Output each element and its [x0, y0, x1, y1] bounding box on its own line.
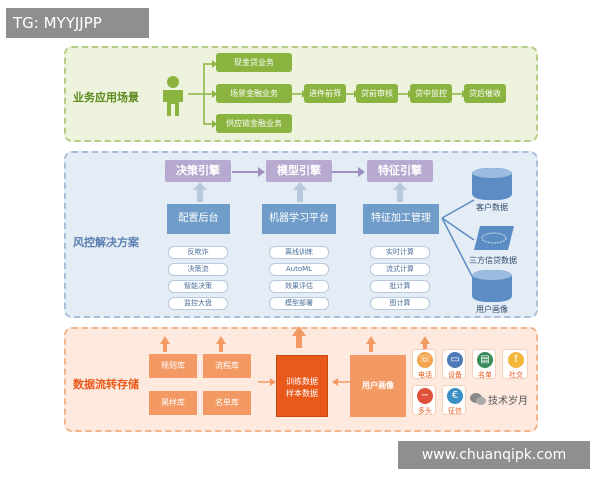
wechat-icon	[470, 393, 486, 405]
item-anti-fraud: 反欺诈	[168, 246, 228, 259]
data-storage-title: 数据流转存储	[73, 378, 139, 391]
wechat-label: 技术岁月	[488, 396, 528, 407]
risk-solution-title: 风控解决方案	[73, 236, 139, 249]
item-realtime-compute: 实时计算	[370, 246, 430, 259]
blacklist-sample-repo: 黑样库	[149, 391, 197, 415]
item-offline-training: 离线训练	[269, 246, 329, 259]
feature-processing: 特征加工管理	[363, 204, 439, 234]
profile-multi-loan-label: 多头	[418, 407, 432, 415]
user-icon	[163, 76, 183, 116]
third-party-data-icon	[474, 226, 514, 250]
social-icon: f	[508, 352, 524, 368]
profile-credit-card: € 征信	[442, 385, 466, 415]
business-scenario-finance: 场景金融业务	[216, 84, 292, 103]
storage-arrows	[160, 326, 430, 386]
decision-engine: 决策引擎	[165, 160, 231, 182]
flow-post-loan-collection: 贷后催收	[464, 84, 506, 103]
feature-engine: 特征引擎	[367, 160, 433, 182]
item-automl: AutoML	[269, 263, 329, 276]
rule-repo: 规则库	[149, 354, 197, 378]
business-scenarios-title: 业务应用场景	[73, 91, 139, 104]
profile-social-label: 社交	[509, 371, 523, 379]
user-profile-data-label: 用户画像	[476, 305, 508, 314]
engine-connectors	[193, 167, 407, 202]
third-party-data-label: 三方信贷数据	[469, 256, 517, 265]
website-watermark: www.chuanqipk.com	[398, 441, 590, 469]
profile-device-label: 设备	[448, 371, 462, 379]
data-source-connectors	[441, 199, 475, 281]
item-decision-flow: 决策流	[168, 263, 228, 276]
model-engine: 模型引擎	[266, 160, 332, 182]
credit-icon: €	[447, 388, 463, 404]
item-smart-decision: 智能决策	[168, 280, 228, 293]
multi-loan-icon: −	[417, 388, 433, 404]
profile-list-card: ▤ 名单	[472, 349, 496, 379]
wechat-watermark: 技术岁月	[470, 388, 540, 412]
business-cash-loan: 现金贷业务	[216, 53, 292, 72]
profile-credit-label: 征信	[448, 407, 462, 415]
process-repo: 流程库	[203, 354, 251, 378]
flow-in-loan-monitor: 贷中监控	[410, 84, 452, 103]
profile-list-label: 名单	[478, 371, 492, 379]
item-graph-compute: 图计算	[370, 297, 430, 310]
customer-data-db-icon	[472, 168, 512, 200]
business-supply-chain: 供应链金融业务	[216, 114, 292, 133]
item-stream-compute: 流式计算	[370, 263, 430, 276]
item-model-deploy: 模型部署	[269, 297, 329, 310]
config-backend: 配置后台	[167, 204, 230, 234]
item-monitor-dashboard: 监控大盘	[168, 297, 228, 310]
item-effect-eval: 效果评估	[269, 280, 329, 293]
user-profile-db-icon	[472, 270, 512, 302]
training-sample-data: 训练数据 样本数据	[276, 355, 328, 417]
profile-device-card: ▭ 设备	[442, 349, 466, 379]
ml-platform: 机器学习平台	[262, 204, 336, 234]
profile-multi-loan-card: − 多头	[412, 385, 436, 415]
name-list-repo: 名单库	[203, 391, 251, 415]
phone-icon: ☏	[417, 352, 433, 368]
customer-data-label: 客户数据	[476, 203, 508, 212]
profile-social-card: f 社交	[502, 349, 528, 379]
list-icon: ▤	[477, 352, 493, 368]
profile-phone-label: 电话	[418, 371, 432, 379]
flow-pre-screen: 进件前筛	[304, 84, 346, 103]
item-batch-compute: 批计算	[370, 280, 430, 293]
device-icon: ▭	[447, 352, 463, 368]
flow-pre-loan-review: 贷前审核	[356, 84, 398, 103]
user-profile-block: 用户画像	[350, 355, 406, 417]
overlay-tag: TG: MYYJJPP	[6, 8, 149, 38]
profile-phone-card: ☏ 电话	[412, 349, 436, 379]
